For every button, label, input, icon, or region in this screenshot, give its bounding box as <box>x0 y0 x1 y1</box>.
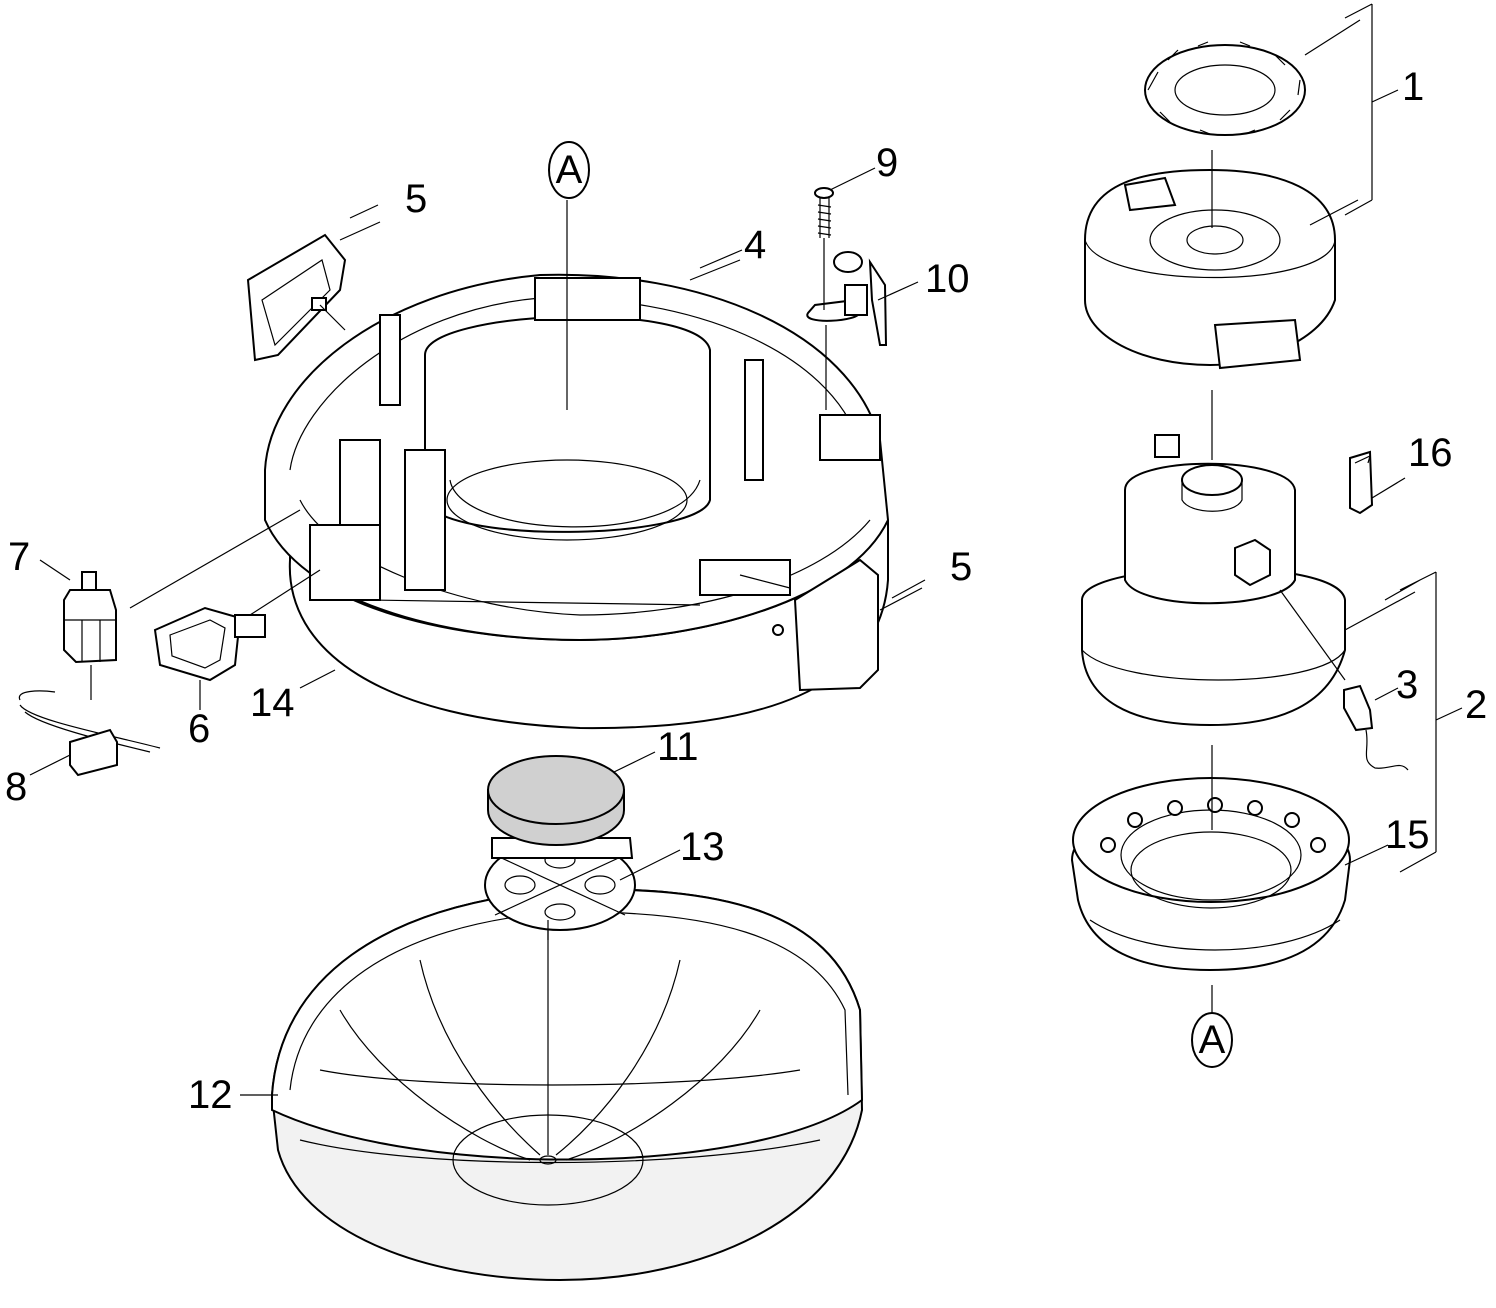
callout-13: 13 <box>680 825 725 869</box>
callout-16: 16 <box>1408 431 1453 475</box>
callout-5-upper: 5 <box>405 177 427 221</box>
callout-2: 2 <box>1465 683 1487 727</box>
part-15-base-ring <box>1070 777 1352 972</box>
part-13-cross-insert <box>484 837 636 931</box>
part-5-latch-upper <box>246 233 347 362</box>
part-16-bracket <box>1349 450 1374 515</box>
part-7-switch <box>63 571 117 664</box>
part-5-latch-lower <box>772 558 879 692</box>
reference-marker-top: A <box>548 141 590 199</box>
part-14-main-housing <box>264 273 890 730</box>
callout-4: 4 <box>744 223 766 267</box>
reference-marker-bottom-label: A <box>1199 1018 1226 1062</box>
part-10-lever <box>806 251 888 346</box>
callout-11: 11 <box>657 725 699 769</box>
callout-15: 15 <box>1385 813 1430 857</box>
part-8-capacitor <box>18 690 161 777</box>
callout-14: 14 <box>250 681 295 725</box>
part-11-filter-disc <box>487 755 625 847</box>
callout-8: 8 <box>5 765 27 809</box>
callout-1: 1 <box>1402 65 1424 109</box>
part-2-motor <box>1081 434 1346 727</box>
part-3-connector <box>1343 684 1409 771</box>
part-1-motor-cover <box>1084 41 1336 370</box>
part-12-bottom-tray <box>270 888 864 1282</box>
callout-6: 6 <box>188 707 210 751</box>
part-9-screw <box>814 187 834 238</box>
callout-10: 10 <box>925 257 970 301</box>
callout-12: 12 <box>188 1073 233 1117</box>
callout-5-lower: 5 <box>950 545 972 589</box>
callout-labels: 1 2 3 4 5 5 6 7 8 9 10 11 12 13 14 15 16 <box>5 65 1487 1117</box>
leader-lines <box>29 3 1463 1096</box>
callout-3: 3 <box>1396 663 1418 707</box>
reference-marker-bottom: A <box>1191 1012 1233 1068</box>
callout-9: 9 <box>876 141 898 185</box>
callout-7: 7 <box>8 535 30 579</box>
reference-marker-top-label: A <box>556 148 583 192</box>
part-6-socket <box>153 606 266 682</box>
